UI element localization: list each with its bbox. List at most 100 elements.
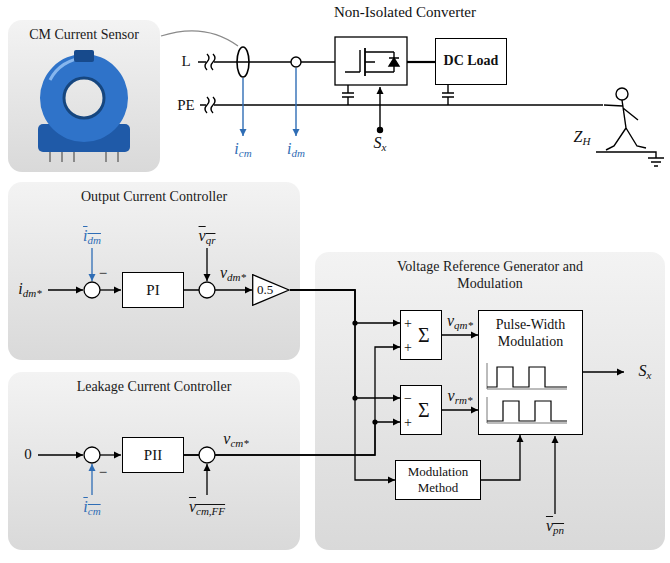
signal-connector: [184, 344, 400, 456]
line-label: PE: [177, 96, 195, 114]
pulse-waveform: [487, 401, 567, 421]
pulse-waveform: [487, 367, 567, 387]
circuit: [342, 85, 354, 105]
sensor-illustration: [74, 50, 94, 62]
controller-wiring: [554, 436, 555, 514]
signal-label: vqm*: [447, 312, 473, 334]
signal-line: [184, 422, 400, 455]
controller-wiring: [206, 464, 207, 495]
block-label: DC Load: [440, 53, 503, 70]
signal-connector: [481, 435, 524, 480]
pulse-waveform: [479, 357, 574, 429]
circuit: [407, 61, 435, 63]
modulation-panel: Voltage Reference Generator and Modulati…: [315, 252, 665, 550]
sign-label: +: [404, 339, 412, 357]
signal-connector: [290, 290, 400, 327]
summing-junction: [84, 282, 100, 298]
block-label: PII: [140, 446, 166, 464]
circuit: [198, 61, 335, 62]
circuit: [200, 104, 603, 105]
controller-block: PII: [122, 437, 184, 473]
sensor-illustration: [50, 152, 118, 162]
signal-label: vpn: [546, 517, 564, 539]
circuit: [596, 152, 664, 166]
sign-label: +: [404, 315, 412, 333]
sign-label: +: [404, 414, 412, 432]
line-label: L: [181, 52, 190, 70]
circuit: [389, 58, 399, 66]
summation-block: + + Σ: [400, 310, 442, 360]
signal-label: 0: [24, 445, 32, 463]
signal-connector: [184, 287, 252, 294]
controller-wiring: [38, 454, 83, 455]
pulse-waveform: [487, 363, 567, 423]
signal-line: [290, 290, 395, 480]
junction-dot: [352, 320, 377, 424]
signal-line: [184, 347, 400, 455]
controller-wiring: [91, 464, 92, 495]
load-box: DC Load: [435, 38, 507, 85]
diagram-title: Non-Isolated Converter: [334, 3, 476, 21]
circuit: [198, 37, 664, 166]
circuit: [442, 85, 454, 105]
junction-dot: [352, 320, 357, 325]
signal-label: icm: [83, 498, 100, 520]
signal-label: vrm*: [448, 387, 473, 409]
controller-panel: Output Current ControllerPI 0.5: [8, 182, 300, 360]
junction-dot: [352, 395, 357, 400]
signal-connector: [290, 290, 400, 402]
sign-label: −: [99, 463, 107, 481]
sum-symbol: Σ: [418, 323, 430, 347]
signal-line: [184, 289, 252, 290]
controller-wiring: [38, 248, 624, 514]
signal-label: idm: [287, 140, 305, 162]
junction-dot: [372, 419, 377, 424]
arrowhead: [245, 287, 252, 294]
panel-heading: Output Current Controller: [8, 188, 300, 205]
sensor-illustration: [64, 78, 104, 118]
circuit: [205, 97, 215, 113]
summing-junction: [84, 447, 100, 463]
block-label: Pulse-Width Modulation: [479, 317, 582, 351]
controller-wiring: [48, 289, 83, 290]
connector-layer: [184, 287, 524, 484]
circuit: [335, 37, 407, 85]
signal-label: vcm*: [223, 430, 248, 452]
circuit: [345, 50, 360, 72]
circuit: [242, 78, 243, 136]
controller-wiring: [100, 289, 121, 290]
summing-junction: [199, 447, 215, 463]
sign-label: −: [404, 390, 412, 408]
signal-connector: [442, 407, 478, 414]
sensor-illustration: [40, 54, 128, 142]
arrowhead: [517, 435, 524, 442]
signal-label: Sx: [639, 362, 652, 384]
controller-wiring: [100, 454, 121, 455]
circuit: [365, 52, 399, 72]
circuit: [379, 87, 380, 128]
arrowhead: [393, 320, 400, 327]
circuit: [205, 54, 215, 70]
controller-panel: Leakage Current ControllerPII: [8, 372, 300, 550]
signal-label: idm*: [18, 280, 41, 302]
signal-connector: [442, 332, 478, 339]
arrowhead: [388, 477, 395, 484]
signal-label: vqr: [199, 227, 216, 249]
arrowhead: [393, 344, 400, 351]
signal-connector: [184, 419, 400, 456]
gain-triangle: [253, 275, 289, 306]
gain-block: 0.5: [252, 274, 290, 306]
sensor-illustration: [38, 50, 130, 162]
sign-label: −: [99, 264, 107, 282]
summation-block: − + Σ: [400, 385, 442, 435]
signal-label: vcm,FF: [189, 498, 225, 520]
signal-label: idm: [83, 227, 101, 249]
controller-wiring: [206, 248, 207, 281]
signal-line: [290, 290, 400, 323]
circuit: [237, 47, 249, 77]
arrowhead: [471, 332, 478, 339]
signal-label: icm: [234, 140, 251, 162]
sum-symbol: Σ: [418, 398, 430, 422]
block-label: PI: [142, 281, 163, 299]
controller-block: PI: [122, 272, 184, 308]
